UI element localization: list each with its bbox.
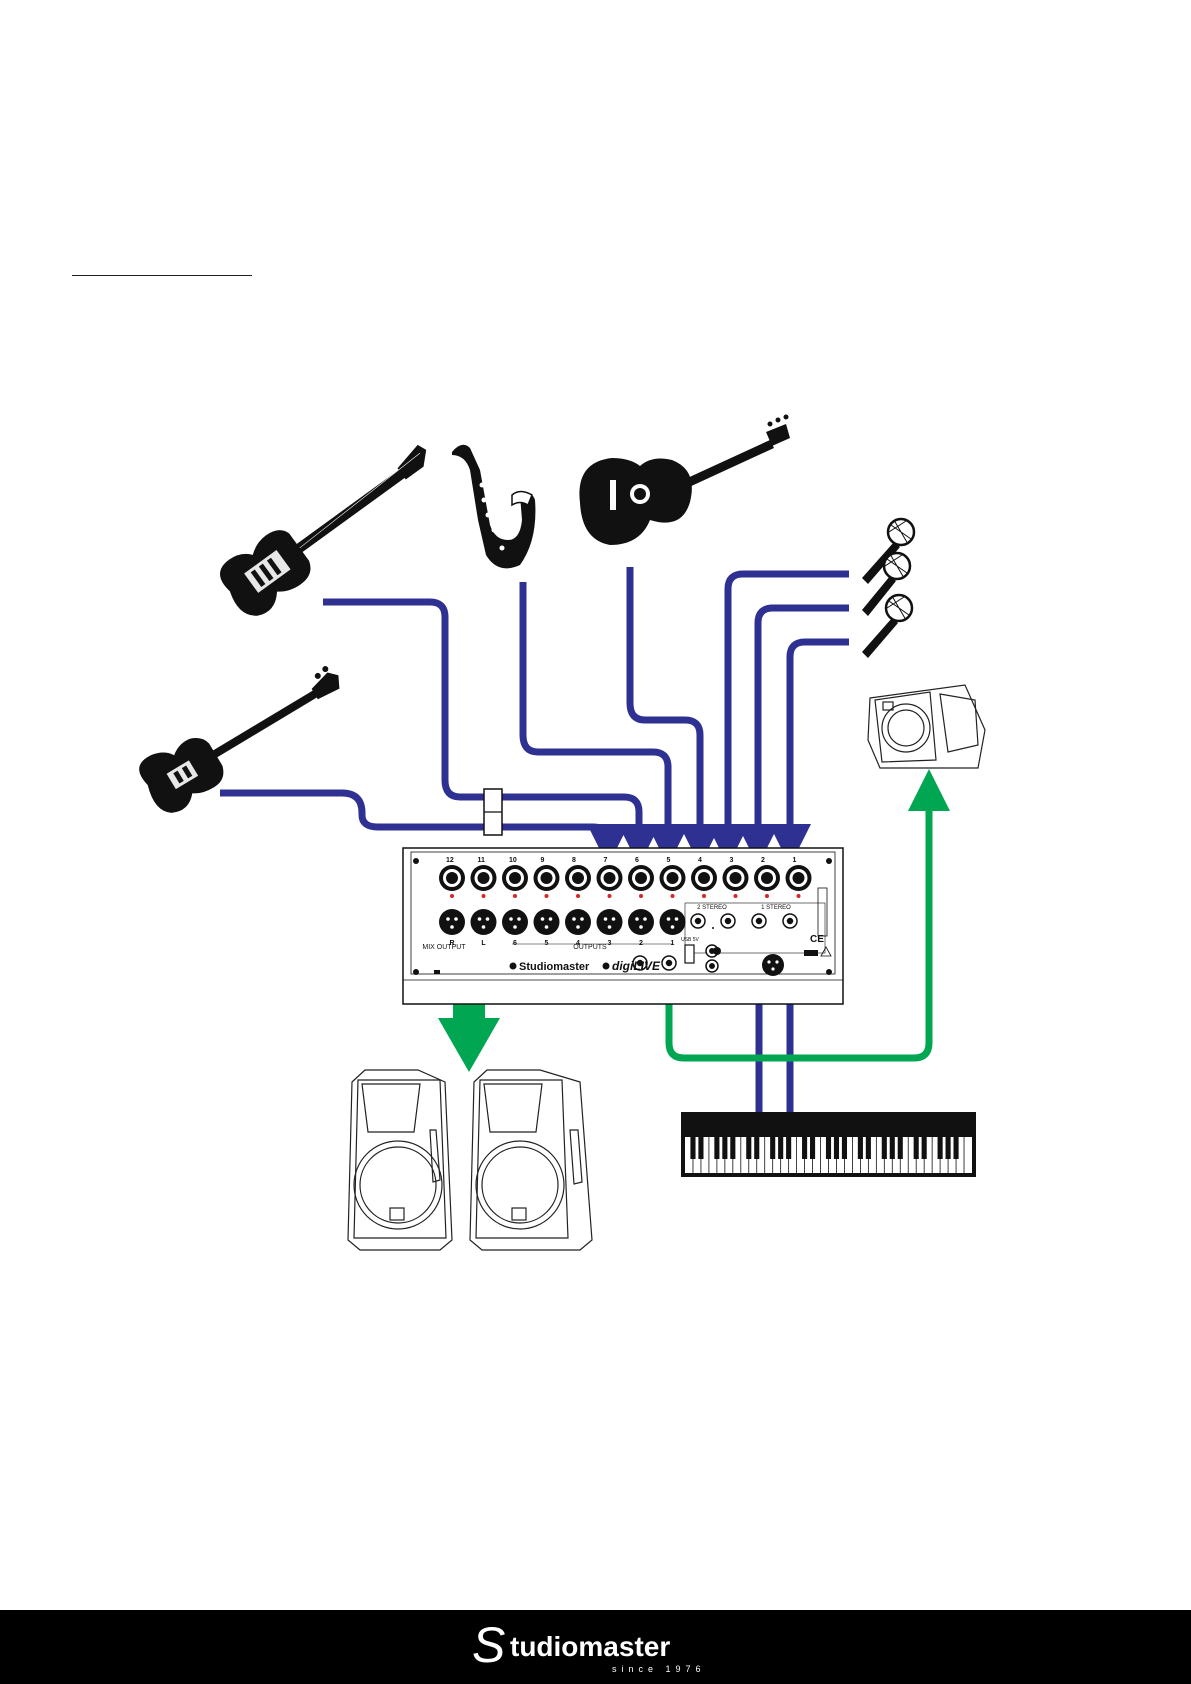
footer-logo-initial: S — [472, 1617, 505, 1673]
output-number-label: 6 — [513, 940, 517, 947]
main-speaker-left-icon — [348, 1070, 452, 1250]
output-number-label: L — [481, 940, 486, 947]
black-key — [866, 1137, 871, 1159]
input-number-label: 4 — [698, 857, 702, 864]
cable-bass-guitar — [220, 793, 608, 845]
footer-tagline: since 1976 — [612, 1664, 706, 1674]
input-number-label: 6 — [635, 857, 639, 864]
keyboard-icon — [681, 1112, 976, 1177]
black-key — [690, 1137, 695, 1159]
black-key — [778, 1137, 783, 1159]
svg-text:digiLIVE: digiLIVE — [612, 959, 661, 973]
outputs-label: OUTPUTS — [573, 944, 607, 951]
input-number-label: 10 — [509, 857, 517, 864]
black-key — [810, 1137, 815, 1159]
stereo-2-label: 2 STEREO — [697, 905, 727, 911]
black-key — [842, 1137, 847, 1159]
cable-saxophone — [523, 582, 668, 845]
acoustic-guitar-icon — [579, 415, 790, 546]
footer-logo-wordmark: tudiomaster — [510, 1631, 670, 1662]
black-key — [770, 1137, 775, 1159]
svg-text:Studiomaster: Studiomaster — [519, 961, 590, 973]
input-number-label: 2 — [761, 857, 765, 864]
black-key — [746, 1137, 751, 1159]
input-number-label: 11 — [478, 857, 486, 864]
input-number-label: 5 — [667, 857, 671, 864]
black-key — [786, 1137, 791, 1159]
input-number-label: 3 — [730, 857, 734, 864]
black-key — [898, 1137, 903, 1159]
black-key — [730, 1137, 735, 1159]
output-number-label: 1 — [671, 940, 675, 947]
xlr-aes-output — [762, 954, 784, 976]
input-number-label: 7 — [604, 857, 608, 864]
black-key — [802, 1137, 807, 1159]
black-key — [914, 1137, 919, 1159]
input-number-label: 9 — [541, 857, 545, 864]
input-number-label: 12 — [446, 857, 454, 864]
stereo-1-label: 1 STEREO — [761, 905, 791, 911]
main-speaker-right-icon — [470, 1070, 592, 1250]
output-number-label: 2 — [639, 940, 643, 947]
black-key — [890, 1137, 895, 1159]
black-key — [882, 1137, 887, 1159]
black-key — [698, 1137, 703, 1159]
output-number-label: 5 — [545, 940, 549, 947]
input-cables — [220, 567, 849, 1112]
saxophone-icon — [452, 445, 535, 569]
black-key — [714, 1137, 719, 1159]
electric-guitar-icon — [212, 428, 448, 624]
cable-mic-3 — [790, 642, 849, 845]
black-key — [938, 1137, 943, 1159]
studiomaster-footer-logo: S tudiomaster since 1976 — [472, 1616, 732, 1678]
black-key — [922, 1137, 927, 1159]
black-key — [946, 1137, 951, 1159]
floor-monitor-icon — [868, 685, 985, 768]
input-number-label: 1 — [793, 857, 797, 864]
black-key — [826, 1137, 831, 1159]
input-number-label: 8 — [572, 857, 576, 864]
black-key — [722, 1137, 727, 1159]
black-key — [834, 1137, 839, 1159]
microphone-icons — [862, 519, 914, 658]
output-number-label: 3 — [608, 940, 612, 947]
cable-electric-guitar — [323, 602, 639, 845]
black-key — [754, 1137, 759, 1159]
black-key — [954, 1137, 959, 1159]
black-key — [858, 1137, 863, 1159]
mixer-logo: Studiomaster digiLIVE — [510, 959, 661, 973]
mix-output-label: MIX OUTPUT — [422, 944, 466, 951]
di-box — [484, 789, 502, 835]
svg-text:USB 5V: USB 5V — [681, 937, 699, 943]
